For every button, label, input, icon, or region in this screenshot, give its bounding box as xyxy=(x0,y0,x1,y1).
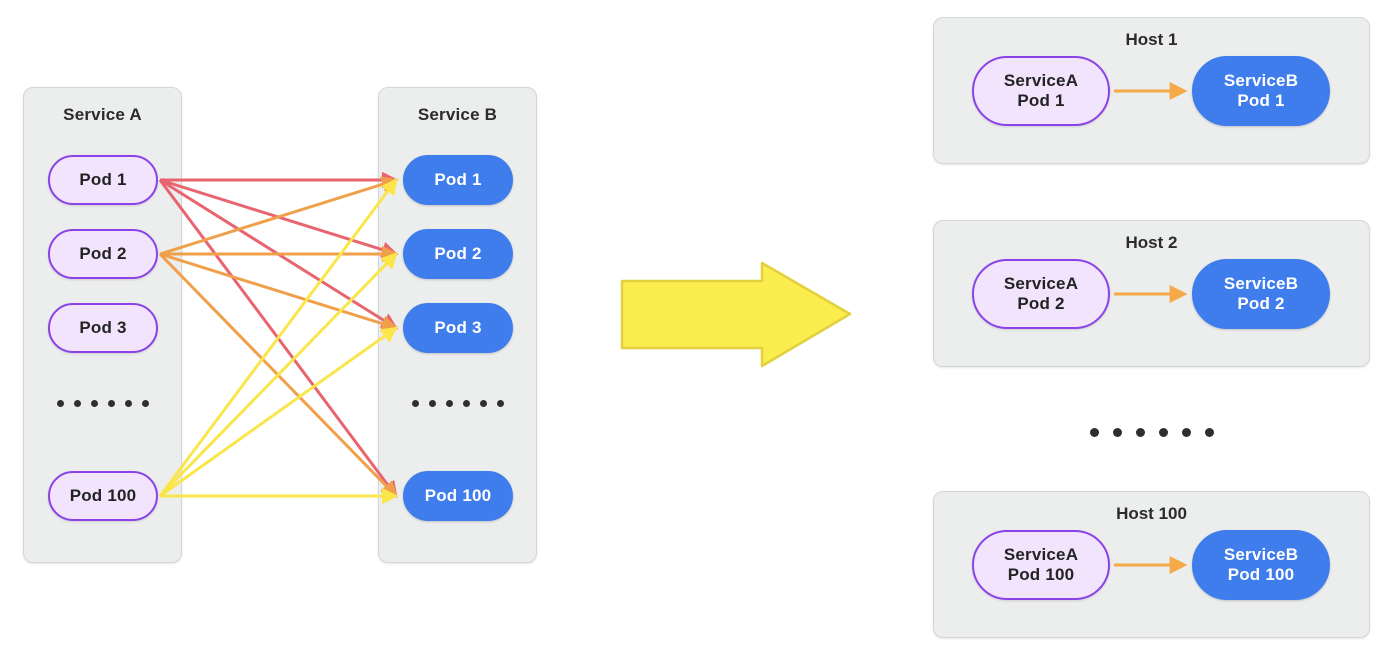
host-2-service-a-line2: Pod 2 xyxy=(1017,294,1065,313)
host-100-arrow xyxy=(1114,556,1188,574)
ellipsis-dot xyxy=(1090,427,1099,437)
service-a-pod-1[interactable]: Pod 1 xyxy=(48,155,158,205)
host-1-service-a-pod[interactable]: ServiceA Pod 1 xyxy=(972,56,1110,126)
ellipsis-dot xyxy=(1159,427,1168,437)
big-right-arrow xyxy=(620,261,852,368)
ellipsis-dot xyxy=(1205,427,1214,437)
host-100-service-b-line2: Pod 100 xyxy=(1227,565,1295,584)
host-2-service-a-pod[interactable]: ServiceA Pod 2 xyxy=(972,259,1110,329)
service-b-pod-100[interactable]: Pod 100 xyxy=(403,471,513,521)
host-2-arrow xyxy=(1114,285,1188,303)
service-a-pod-2[interactable]: Pod 2 xyxy=(48,229,158,279)
ellipsis-dot xyxy=(91,399,98,407)
host-1-service-b-line1: ServiceB xyxy=(1223,71,1299,91)
host-100-title: Host 100 xyxy=(1116,504,1187,523)
ellipsis-dot xyxy=(497,399,504,407)
ellipsis-dot xyxy=(446,399,453,407)
host-1-service-a-line2: Pod 1 xyxy=(1017,91,1065,110)
edges-from-pod-1 xyxy=(158,171,399,498)
ellipsis-dot xyxy=(1136,427,1145,437)
host-1-arrow xyxy=(1114,82,1188,100)
ellipsis-dot xyxy=(1113,427,1122,437)
service-a-pod-100[interactable]: Pod 100 xyxy=(48,471,158,521)
host-100-service-a-line1: ServiceA xyxy=(1003,545,1079,565)
ellipsis-dot xyxy=(74,399,81,407)
ellipsis-dot xyxy=(108,399,115,407)
ellipsis-dot xyxy=(480,399,487,407)
service-a-pod-3[interactable]: Pod 3 xyxy=(48,303,158,353)
host-100-service-a-line2: Pod 100 xyxy=(1007,565,1075,584)
service-a-ellipsis xyxy=(48,393,158,413)
ellipsis-dot xyxy=(412,399,419,407)
host-2-title: Host 2 xyxy=(1125,233,1178,252)
host-1-service-a-line1: ServiceA xyxy=(1003,71,1079,91)
ellipsis-dot xyxy=(463,399,470,407)
host-1-service-b-line2: Pod 1 xyxy=(1237,91,1285,110)
service-a-title: Service A xyxy=(63,105,142,124)
host-2-service-b-pod[interactable]: ServiceB Pod 2 xyxy=(1192,259,1330,329)
service-b-ellipsis xyxy=(403,393,513,413)
ellipsis-dot xyxy=(125,399,132,407)
host-2-service-b-line2: Pod 2 xyxy=(1237,294,1285,313)
ellipsis-dot xyxy=(429,399,436,407)
ellipsis-dot xyxy=(1182,427,1191,437)
host-100-service-a-pod[interactable]: ServiceA Pod 100 xyxy=(972,530,1110,600)
host-2-service-a-line1: ServiceA xyxy=(1003,274,1079,294)
host-100-service-b-line1: ServiceB xyxy=(1223,545,1299,565)
host-1-service-b-pod[interactable]: ServiceB Pod 1 xyxy=(1192,56,1330,126)
edges-from-pod-2 xyxy=(158,176,399,498)
service-b-pod-1[interactable]: Pod 1 xyxy=(403,155,513,205)
ellipsis-dot xyxy=(142,399,149,407)
ellipsis-dot xyxy=(57,399,64,407)
host-2-service-b-line1: ServiceB xyxy=(1223,274,1299,294)
host-1-title: Host 1 xyxy=(1125,30,1178,49)
host-100-service-b-pod[interactable]: ServiceB Pod 100 xyxy=(1192,530,1330,600)
service-b-pod-3[interactable]: Pod 3 xyxy=(403,303,513,353)
host-list-ellipsis xyxy=(1090,422,1214,442)
service-b-title: Service B xyxy=(417,105,498,124)
service-b-pod-2[interactable]: Pod 2 xyxy=(403,229,513,279)
edges-from-pod-100 xyxy=(158,178,399,505)
